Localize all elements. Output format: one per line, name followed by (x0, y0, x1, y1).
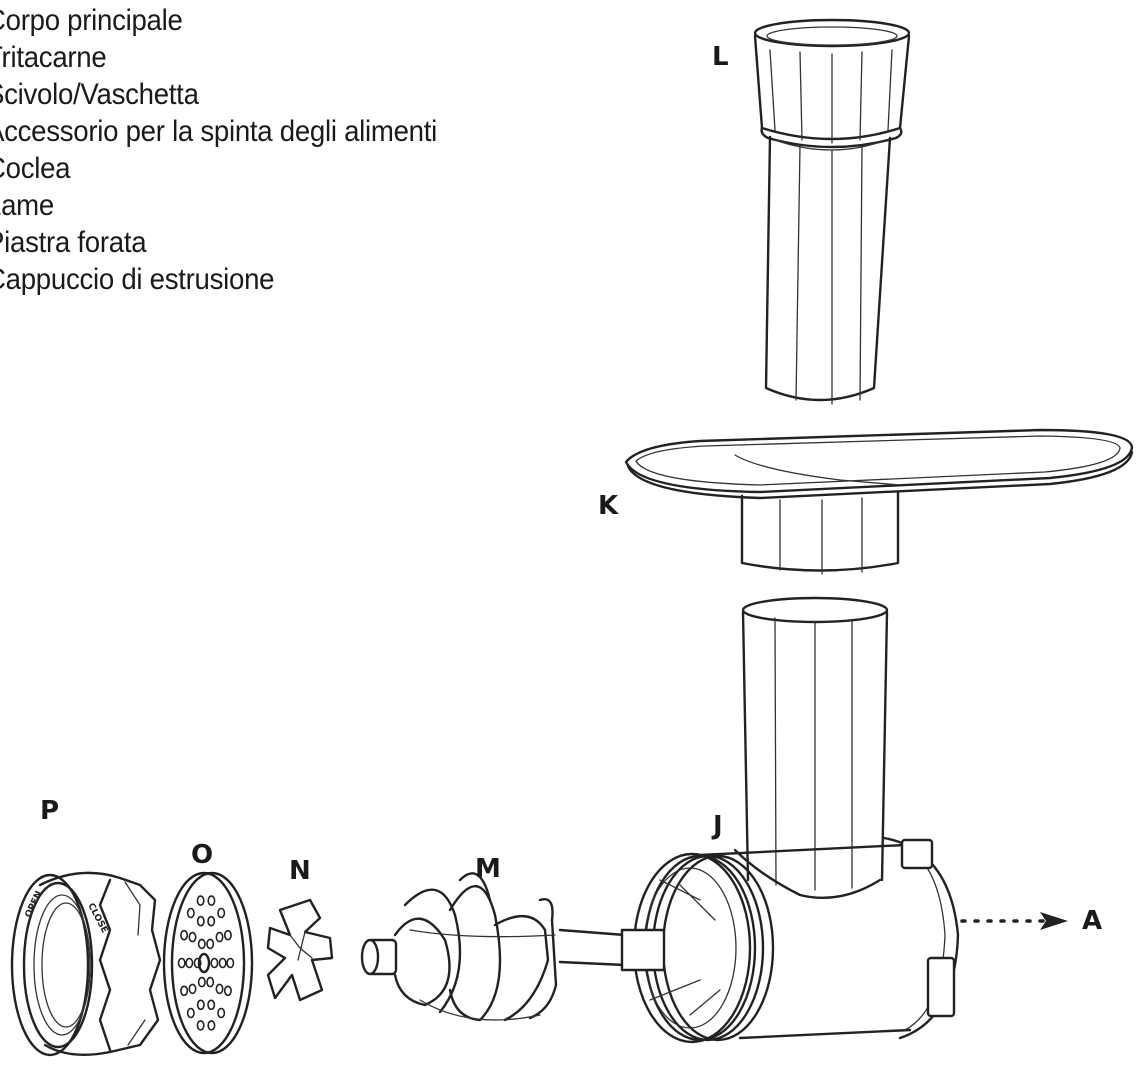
plate-hole (210, 957, 219, 969)
plate-hole (196, 895, 205, 906)
plate-hole (197, 976, 206, 988)
plate-hole (218, 957, 227, 969)
legend-item: Piastra forata (0, 226, 147, 259)
perforated-plate-part (162, 871, 254, 1055)
legend-item: Tritacarne (0, 41, 107, 74)
plate-hole (180, 985, 189, 997)
legend-item: Lame (0, 189, 54, 222)
direction-arrow (960, 912, 1068, 930)
plate-hole (196, 1020, 205, 1031)
tray-part (624, 428, 1134, 575)
plate-hole (217, 1007, 226, 1019)
plate-hole (185, 957, 194, 969)
legend-item: Corpo principale (0, 4, 183, 37)
callout-label-a: A (1082, 906, 1103, 936)
plate-hole (188, 983, 197, 995)
plate-hole (217, 907, 226, 919)
parts-legend: Corpo principale Tritacarne Scivolo/Vasc… (0, 2, 476, 298)
callout-label-n: N (289, 856, 311, 886)
plate-hole (223, 929, 232, 941)
blade-part (266, 898, 334, 1002)
plate-hole (186, 1007, 195, 1019)
plate-hole (207, 1020, 216, 1031)
plate-hole (226, 957, 235, 969)
plate-hole (180, 929, 189, 941)
plate-hole (215, 983, 224, 995)
legend-item: Accessorio per la spinta degli alimenti (0, 115, 438, 148)
plate-hole (206, 976, 215, 988)
plate-hole (206, 938, 215, 950)
food-pusher-part (753, 18, 911, 405)
plate-hole (223, 985, 232, 997)
plate-hole (177, 957, 186, 969)
callout-label-m: M (475, 854, 501, 884)
plate-hole (188, 931, 197, 943)
extrusion-cap-part: OPEN CLOSE (10, 871, 162, 1057)
legend-item: Scivolo/Vaschetta (0, 78, 199, 111)
callout-label-o: O (191, 840, 214, 870)
callout-label-j: J (713, 811, 723, 841)
plate-hole (196, 915, 205, 927)
plate-hole (207, 999, 216, 1011)
callout-label-l: L (712, 42, 729, 72)
callout-label-p: P (40, 796, 60, 826)
grinder-body-part (632, 596, 960, 1044)
legend-item: Coclea (0, 152, 71, 185)
plate-hole (196, 999, 205, 1011)
plate-hole (215, 931, 224, 943)
legend-item: Cappuccio di estrusione (0, 263, 275, 296)
callout-label-k: K (598, 491, 619, 521)
auger-part (360, 872, 666, 1022)
plate-hole (197, 938, 206, 950)
plate-hole (207, 895, 216, 906)
plate-hole (186, 907, 195, 919)
plate-hole (207, 915, 216, 927)
plate-hole (193, 957, 202, 969)
